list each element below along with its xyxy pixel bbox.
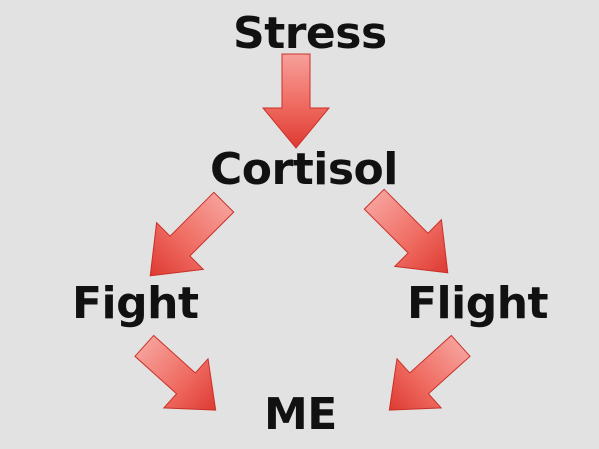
arrow-cortisol-to-fight bbox=[149, 191, 235, 277]
node-cortisol: Cortisol bbox=[210, 144, 398, 195]
arrow-cortisol-to-flight bbox=[363, 188, 449, 274]
arrow-flight-to-me bbox=[388, 334, 471, 411]
node-stress: Stress bbox=[233, 8, 387, 59]
node-flight: Flight bbox=[407, 278, 549, 329]
arrow-fight-to-me bbox=[134, 334, 217, 411]
node-me: ME bbox=[264, 389, 337, 440]
arrow-stress-to-cortisol bbox=[261, 53, 331, 149]
node-fight: Fight bbox=[72, 278, 199, 329]
